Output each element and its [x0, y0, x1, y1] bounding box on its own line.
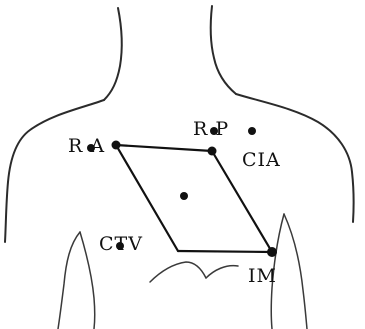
electrode-cia-dot [248, 127, 256, 135]
left-chest-curve [80, 232, 95, 329]
electrode-a-dot [112, 141, 121, 150]
electrode-labels: R A R P CIA CTV IM [68, 118, 281, 287]
line-ra-to-rp [116, 145, 212, 151]
torso-outline [5, 6, 354, 329]
label-cia: CIA [242, 149, 281, 171]
left-shoulder-line [5, 100, 104, 242]
electrode-im-dot [267, 247, 277, 257]
center-dot [180, 192, 188, 200]
right-underarm-line [284, 214, 307, 329]
line-im-to-ctv [178, 251, 272, 252]
label-ctv: CTV [99, 233, 143, 255]
left-underarm-line [58, 232, 80, 329]
label-rp: R P [193, 118, 229, 140]
lower-contour [150, 262, 206, 282]
neck-right-line [211, 6, 236, 94]
label-im: IM [248, 265, 277, 287]
neck-left-line [104, 8, 122, 100]
electrode-rp-dot [208, 147, 217, 156]
label-ra: R A [68, 135, 105, 157]
lower-contour-right [206, 266, 238, 278]
